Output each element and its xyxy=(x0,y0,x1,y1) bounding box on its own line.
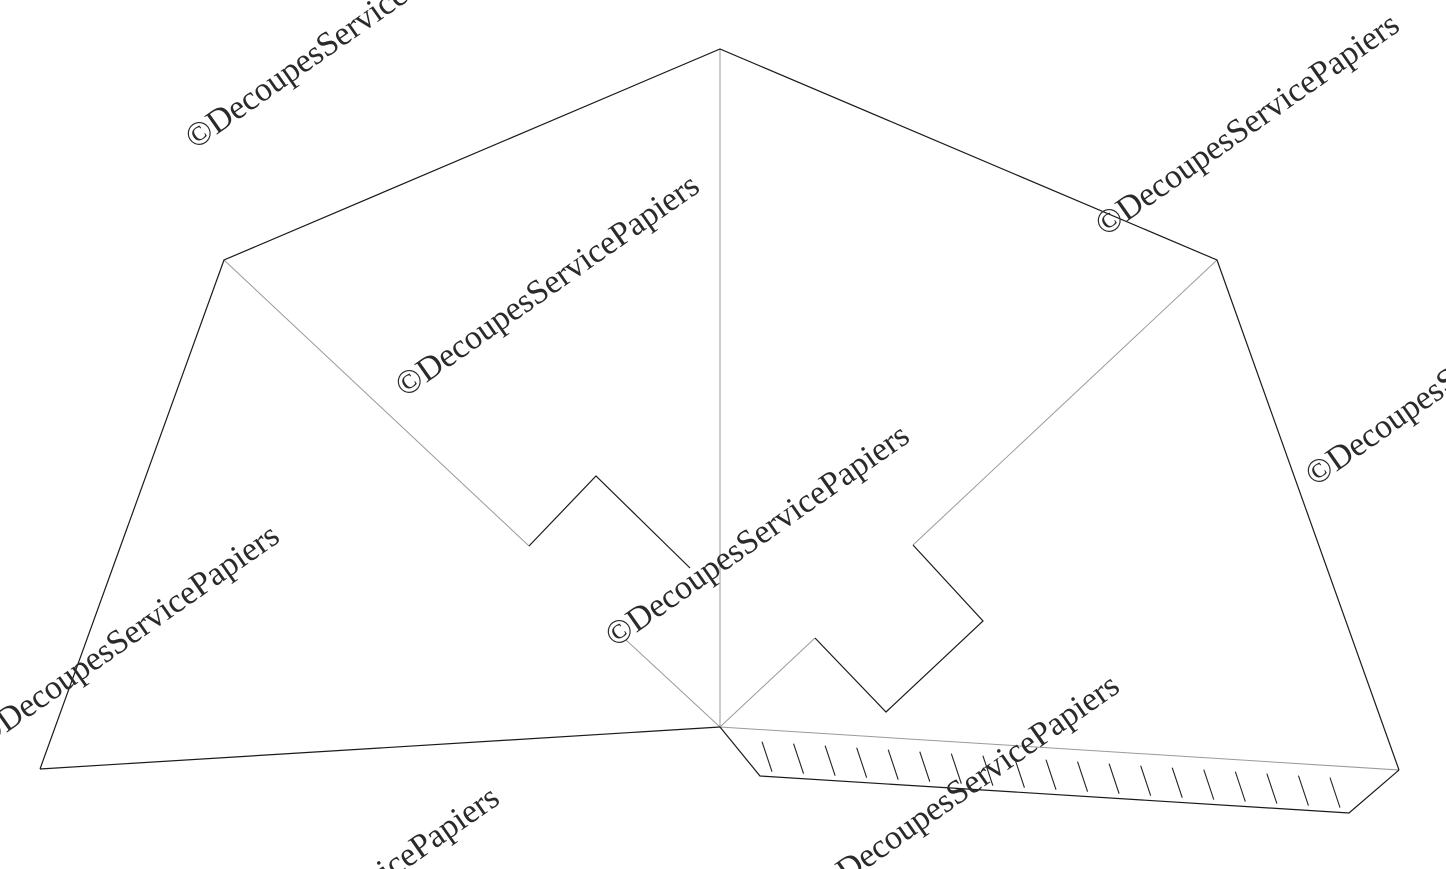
hatch-line xyxy=(1266,773,1278,804)
hatch-line xyxy=(1297,775,1309,806)
hatch-line xyxy=(1171,767,1183,798)
hatch-line xyxy=(856,747,868,778)
hatch-line xyxy=(950,753,962,784)
hatch-line xyxy=(1013,757,1025,788)
watermark-text: ©DecoupesServicePapiers xyxy=(178,0,496,157)
fold-lines xyxy=(223,49,1400,771)
watermark-text: ©DecoupesServicePapiers xyxy=(598,417,916,655)
hatch-line xyxy=(1234,771,1246,802)
watermark-text: ©DecoupesServicePapiers xyxy=(1088,6,1406,244)
hatch-line xyxy=(1077,761,1089,792)
hatch-line xyxy=(761,741,773,772)
hatch-line xyxy=(1203,769,1215,800)
watermark-text: ©DecoupesServicePapiers xyxy=(188,779,506,869)
watermark-text: ©DecoupesServicePapiers xyxy=(808,667,1126,869)
watermark-text: ©DecoupesServicePapiers xyxy=(1298,256,1446,494)
hatch-line xyxy=(887,749,899,780)
glue-tab-hatching xyxy=(761,741,1341,808)
hatch-line xyxy=(824,745,836,776)
hatch-line xyxy=(793,743,805,774)
cut-lines xyxy=(39,48,1400,814)
hatch-line xyxy=(982,755,994,786)
hatch-line xyxy=(1045,759,1057,790)
hatch-line xyxy=(1108,763,1120,794)
hatch-line xyxy=(1329,777,1341,808)
hatch-line xyxy=(1140,765,1152,796)
watermark-text: ©DecoupesServicePapiers xyxy=(388,167,706,405)
hatch-line xyxy=(919,751,931,782)
watermark-text: ©DecoupesServicePapiers xyxy=(0,517,286,755)
